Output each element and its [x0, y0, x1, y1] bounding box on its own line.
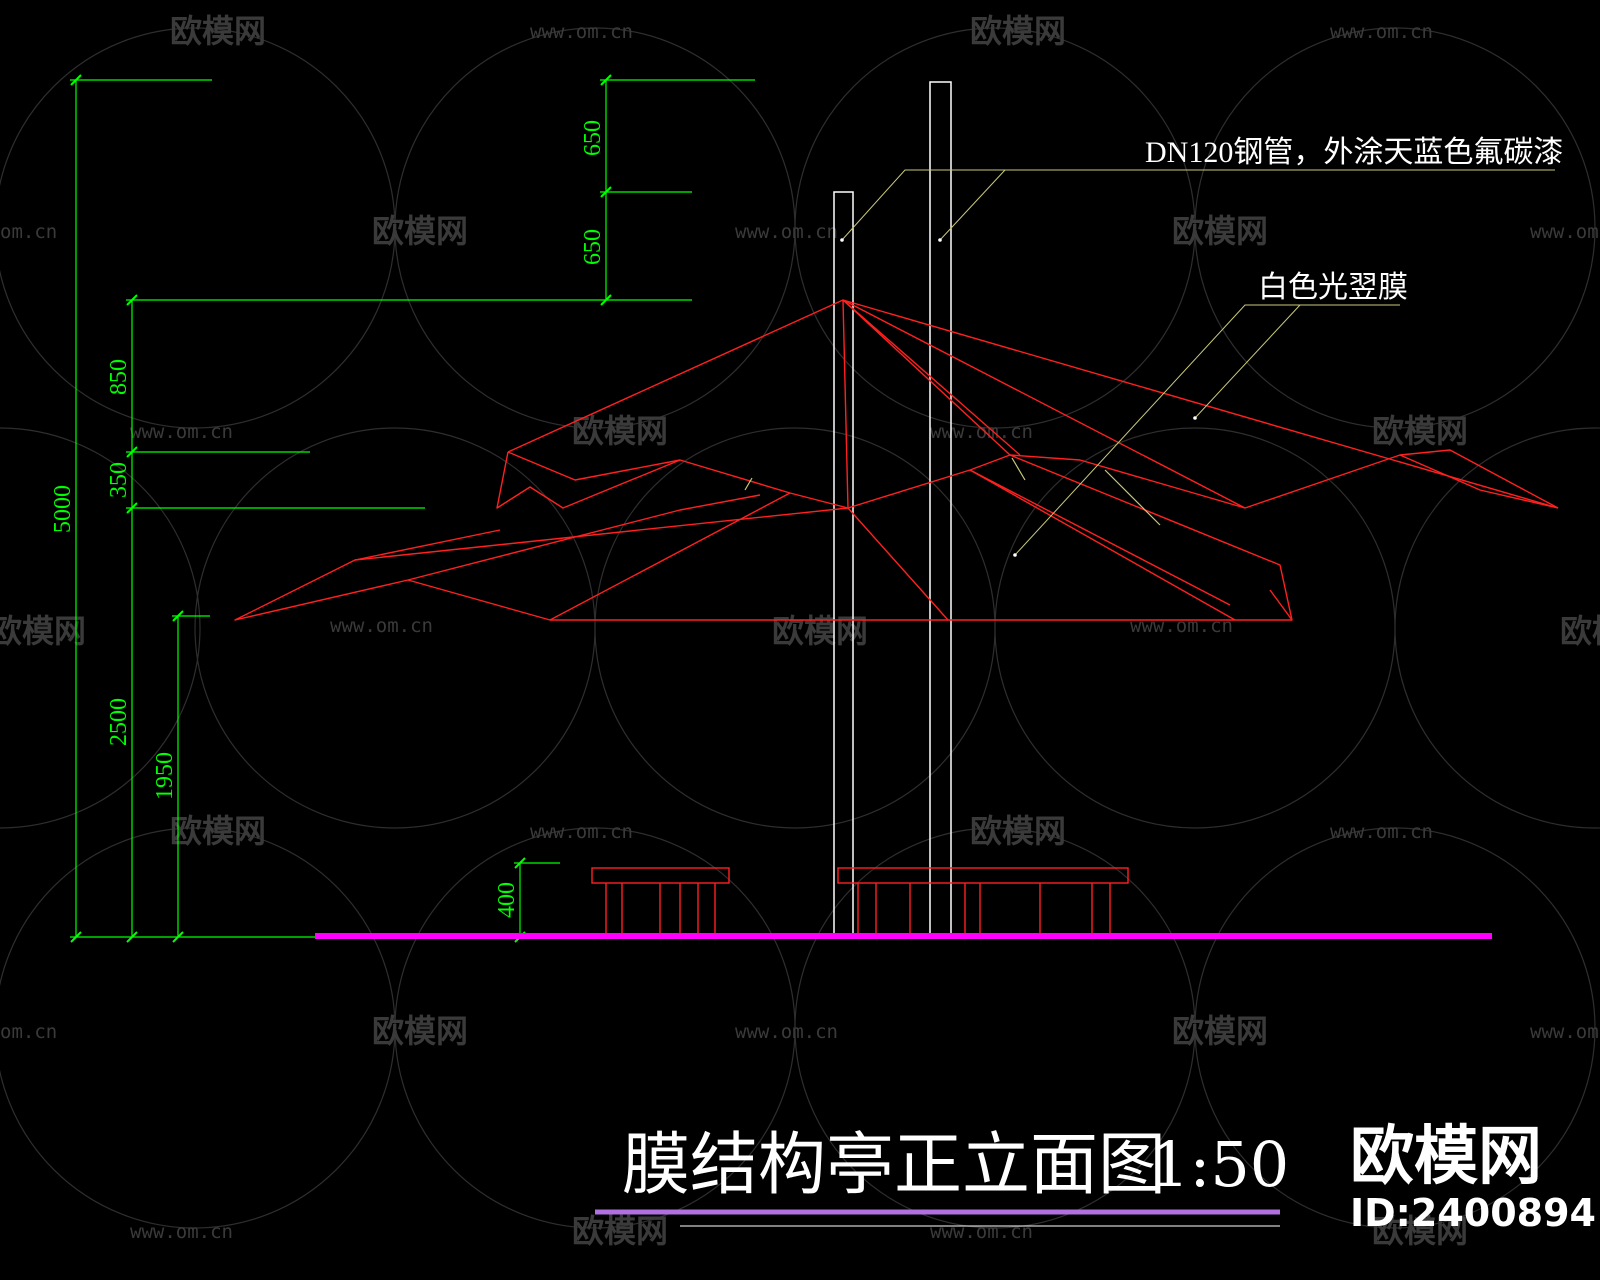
watermark-logo: 欧模网: [1372, 1212, 1468, 1250]
watermark-logo: 欧模网: [170, 12, 266, 50]
dim-850: 850: [106, 359, 132, 395]
watermark-logo: 欧模网: [1560, 612, 1600, 650]
watermark-url: www.om.cn: [930, 1221, 1033, 1243]
watermark-url: om.cn: [0, 221, 57, 243]
membrane-canopy: [234, 299, 1559, 621]
watermark-logo: 欧模网: [1172, 212, 1268, 250]
watermark-url: www.om.cn: [530, 821, 633, 843]
watermark-url: www.om.cn: [1330, 821, 1433, 843]
watermark-url: www.om.cn: [1530, 221, 1600, 243]
dim-400: 400: [494, 882, 520, 918]
bench-right: [837, 867, 1129, 934]
watermark-logo: 欧模网: [0, 612, 86, 650]
dim-5000: 5000: [50, 485, 76, 533]
watermark-logo: 欧模网: [572, 412, 668, 450]
watermark-url: www.om.cn: [1130, 615, 1233, 637]
watermark-logo: 欧模网: [970, 12, 1066, 50]
bench-left: [591, 867, 730, 934]
drawing-title: 膜结构亭正立面图: [622, 1126, 1166, 1205]
watermark-logo: 欧模网: [1372, 412, 1468, 450]
steel-pipes: [833, 81, 952, 935]
dimension-lines: [70, 74, 755, 943]
pipe-note: DN120钢管，外涂天蓝色氟碳漆: [1145, 136, 1563, 169]
watermark-url: www.om.cn: [735, 221, 838, 243]
brand-id: ID:2400894: [1350, 1191, 1596, 1235]
watermark-logo: 欧模网: [372, 212, 468, 250]
brand-stamp: 欧模网 ID:2400894: [1350, 1120, 1596, 1235]
watermark-logo: 欧模网: [572, 1212, 668, 1250]
watermark-circles: [0, 27, 1600, 1229]
watermark-url: www.om.cn: [330, 615, 433, 637]
watermark-url: www.om.cn: [1530, 1021, 1600, 1043]
dim-1950: 1950: [152, 752, 178, 800]
watermark-url: www.om.cn: [130, 1221, 233, 1243]
drawing-scale: 1:50: [1150, 1128, 1289, 1201]
dim-350: 350: [106, 462, 132, 498]
watermark-logo: 欧模网: [772, 612, 868, 650]
watermark-url: www.om.cn: [1330, 21, 1433, 43]
watermark-url: om.cn: [0, 1021, 57, 1043]
watermark-url: www.om.cn: [130, 421, 233, 443]
watermark-logo: 欧模网: [970, 812, 1066, 850]
watermark-layer: 欧模网 欧模网 欧模网 欧模网 欧模网 欧模网 欧模网 欧模网 欧模网 欧模网 …: [0, 12, 1600, 1250]
membrane-note: 白色光翌膜: [1258, 271, 1408, 304]
watermark-url: www.om.cn: [930, 421, 1033, 443]
dim-2500: 2500: [106, 698, 132, 746]
watermark-logo: 欧模网: [170, 812, 266, 850]
dim-650-top: 650: [580, 120, 606, 156]
dim-650-bottom: 650: [580, 229, 606, 265]
watermark-logo: 欧模网: [372, 1012, 468, 1050]
watermark-url: www.om.cn: [735, 1021, 838, 1043]
leaders: [841, 169, 1555, 556]
title-block: 膜结构亭正立面图 1:50: [595, 1126, 1289, 1227]
leader-dots: [840, 238, 1197, 557]
watermark-url: www.om.cn: [530, 21, 633, 43]
tall-pipe: [929, 81, 952, 935]
watermark-logo: 欧模网: [1172, 1012, 1268, 1050]
brand-name: 欧模网: [1350, 1120, 1542, 1194]
